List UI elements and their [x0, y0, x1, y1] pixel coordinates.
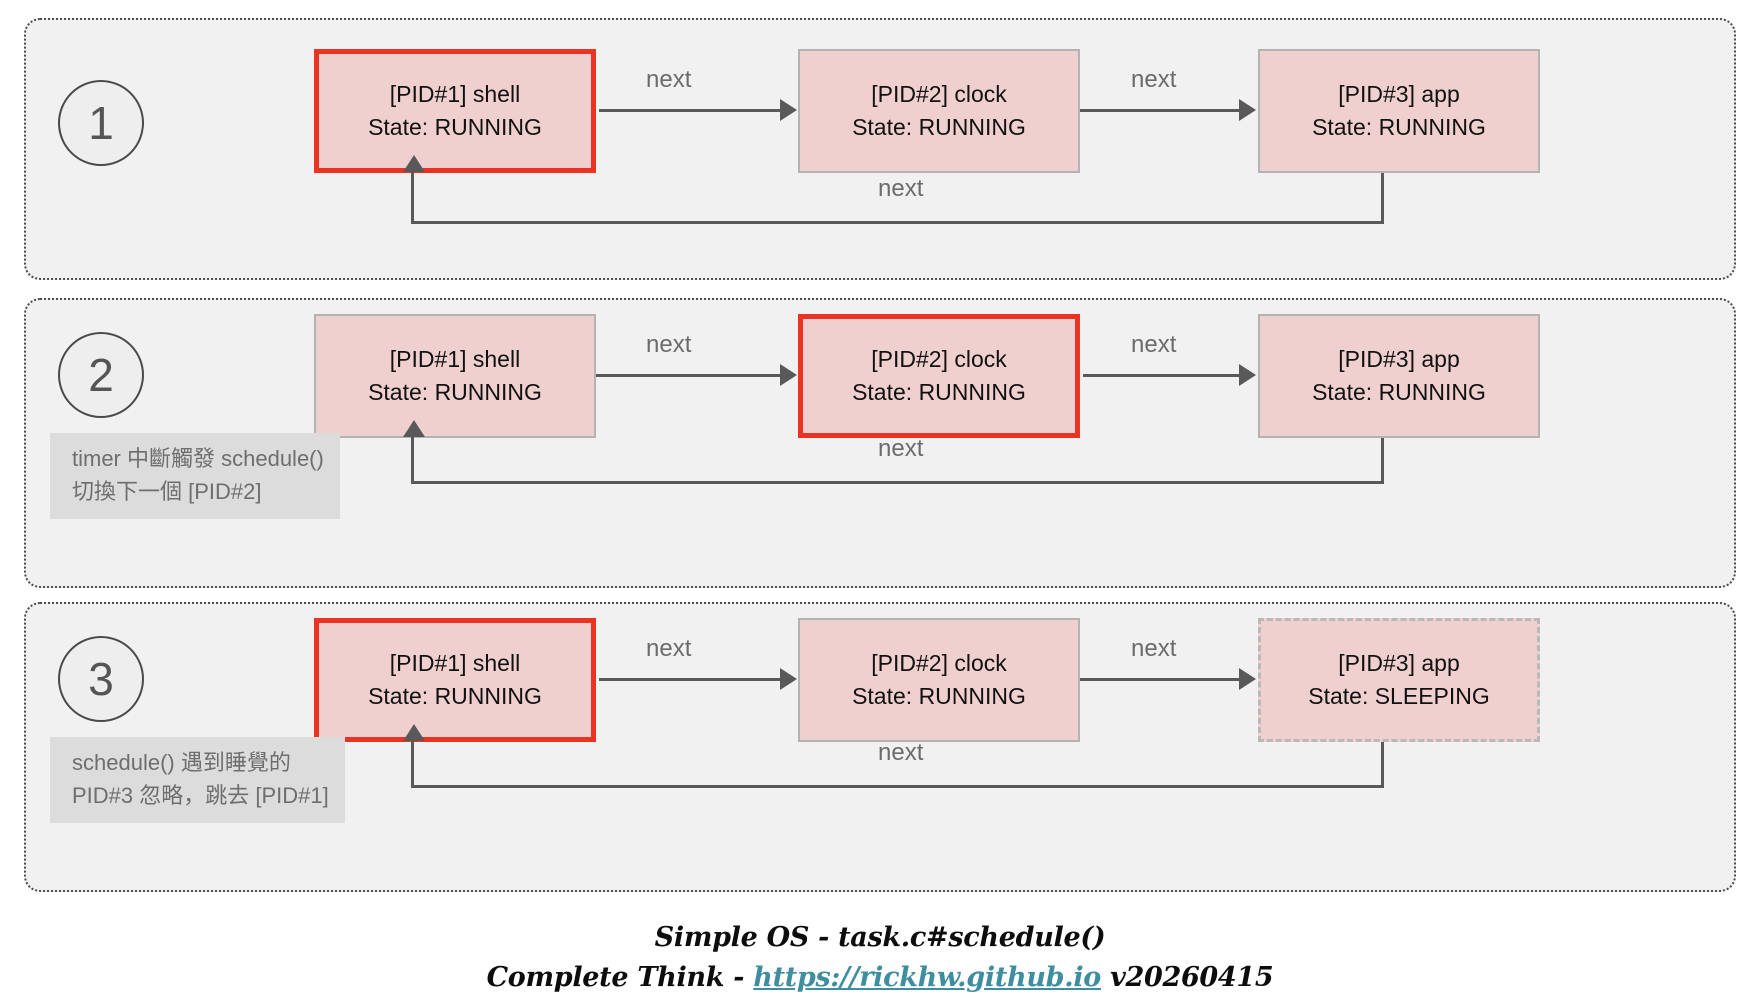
- edge-arrowhead-1: [780, 364, 797, 386]
- process-node-pid1-step2[interactable]: [PID#1] shell State: RUNNING: [314, 314, 596, 438]
- edge-arrowhead-3: [403, 155, 425, 172]
- process-node-pid2-step3[interactable]: [PID#2] clock State: RUNNING: [798, 618, 1080, 742]
- node-title: [PID#1] shell: [389, 346, 521, 373]
- node-title: [PID#1] shell: [389, 81, 521, 108]
- edge-line-2: [1080, 678, 1240, 681]
- footer-credit-prefix: Complete Think -: [486, 962, 754, 993]
- node-state: State: RUNNING: [368, 114, 542, 140]
- process-node-pid2-step1[interactable]: [PID#2] clock State: RUNNING: [798, 49, 1080, 173]
- edge-arrowhead-3: [403, 420, 425, 437]
- node-title: [PID#2] clock: [871, 650, 1007, 677]
- step-number-1: 1: [58, 80, 144, 166]
- node-state: State: RUNNING: [368, 683, 542, 709]
- edge-arrowhead-1: [780, 99, 797, 121]
- edge-loop-bottom-3: [411, 481, 1384, 484]
- edge-label-2: next: [1131, 635, 1177, 662]
- edge-label-3: next: [878, 739, 924, 766]
- edge-loop-up-3: [411, 170, 414, 223]
- edge-label-1: next: [646, 635, 692, 662]
- edge-label-3: next: [878, 435, 924, 462]
- node-state: State: RUNNING: [852, 683, 1026, 709]
- footer-credit: Complete Think - https://rickhw.github.i…: [0, 962, 1760, 993]
- note-line-2: 切換下一個 [PID#2]: [72, 479, 262, 504]
- edge-line-1: [599, 678, 781, 681]
- edge-arrowhead-2: [1239, 364, 1256, 386]
- process-node-pid3-step2[interactable]: [PID#3] app State: RUNNING: [1258, 314, 1540, 438]
- note-line-1: schedule() 遇到睡覺的: [72, 750, 291, 775]
- edge-line-2: [1083, 374, 1240, 377]
- footer-link[interactable]: https://rickhw.github.io: [753, 962, 1101, 993]
- edge-line-1: [599, 109, 781, 112]
- process-node-pid1-step3[interactable]: [PID#1] shell State: RUNNING: [314, 618, 596, 742]
- note-line-1: timer 中斷觸發 schedule(): [72, 446, 324, 471]
- footer-title: Simple OS - task.c#schedule(): [654, 922, 1106, 953]
- step-panel-2: 2 [PID#1] shell State: RUNNING [PID#2] c…: [24, 298, 1736, 588]
- edge-label-3: next: [878, 175, 924, 202]
- step-panel-3: 3 [PID#1] shell State: RUNNING [PID#2] c…: [24, 602, 1736, 892]
- node-title: [PID#2] clock: [871, 346, 1007, 373]
- edge-arrowhead-2: [1239, 99, 1256, 121]
- note-line-2: PID#3 忽略，跳去 [PID#1]: [72, 783, 329, 808]
- node-state: State: RUNNING: [852, 114, 1026, 140]
- footer-version: v20260415: [1101, 962, 1274, 993]
- edge-arrowhead-3: [403, 724, 425, 741]
- process-node-pid3-step1[interactable]: [PID#3] app State: RUNNING: [1258, 49, 1540, 173]
- edge-arrowhead-1: [780, 668, 797, 690]
- step-panel-1: 1 [PID#1] shell State: RUNNING [PID#2] c…: [24, 18, 1736, 280]
- edge-loop-up-3: [411, 435, 414, 483]
- edge-line-2: [1080, 109, 1240, 112]
- edge-loop-up-3: [411, 739, 414, 787]
- annotation-note-step3: schedule() 遇到睡覺的 PID#3 忽略，跳去 [PID#1]: [50, 737, 345, 823]
- node-state: State: RUNNING: [852, 379, 1026, 405]
- edge-label-2: next: [1131, 331, 1177, 358]
- edge-loop-bottom-3: [411, 221, 1384, 224]
- process-node-pid1-step1[interactable]: [PID#1] shell State: RUNNING: [314, 49, 596, 173]
- edge-loop-down-3: [1381, 742, 1384, 788]
- edge-loop-bottom-3: [411, 785, 1384, 788]
- node-title: [PID#3] app: [1338, 346, 1460, 373]
- edge-label-2: next: [1131, 66, 1177, 93]
- node-state: State: RUNNING: [368, 379, 542, 405]
- process-node-pid2-step2[interactable]: [PID#2] clock State: RUNNING: [798, 314, 1080, 438]
- node-title: [PID#1] shell: [389, 650, 521, 677]
- edge-label-1: next: [646, 331, 692, 358]
- process-node-pid3-step3[interactable]: [PID#3] app State: SLEEPING: [1258, 618, 1540, 742]
- edge-loop-down-3: [1381, 173, 1384, 224]
- node-state: State: RUNNING: [1312, 114, 1486, 140]
- node-title: [PID#2] clock: [871, 81, 1007, 108]
- annotation-note-step2: timer 中斷觸發 schedule() 切換下一個 [PID#2]: [50, 433, 340, 519]
- edge-loop-down-3: [1381, 438, 1384, 484]
- step-number-2: 2: [58, 332, 144, 418]
- node-state: State: RUNNING: [1312, 379, 1486, 405]
- edge-label-1: next: [646, 66, 692, 93]
- step-number-3: 3: [58, 636, 144, 722]
- node-state: State: SLEEPING: [1308, 683, 1490, 709]
- edge-arrowhead-2: [1239, 668, 1256, 690]
- node-title: [PID#3] app: [1338, 650, 1460, 677]
- node-title: [PID#3] app: [1338, 81, 1460, 108]
- edge-line-1: [596, 374, 781, 377]
